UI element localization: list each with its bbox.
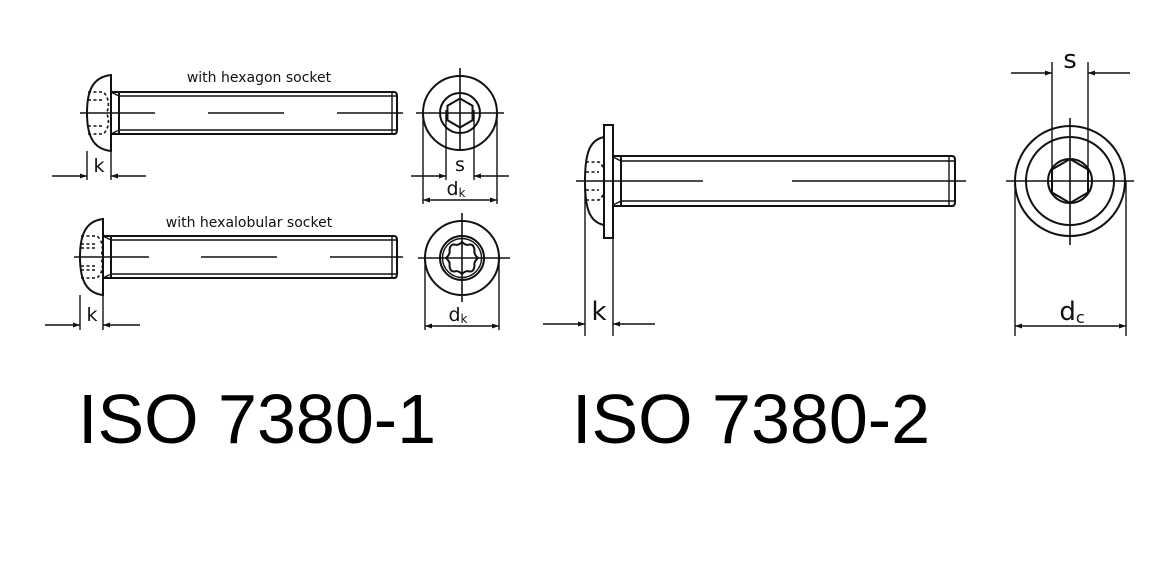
- iso7380-2-side-view: k: [543, 124, 966, 336]
- iso7380-2-end-view: s dc: [1006, 45, 1134, 336]
- dim-dk-label: dk: [446, 178, 465, 200]
- caption-hexagon-socket: with hexagon socket: [187, 70, 332, 86]
- standard-title-iso-7380-1: ISO 7380-1: [78, 380, 436, 458]
- caption-hexalobular-socket: with hexalobular socket: [166, 215, 333, 231]
- iso7380-1-hexalobular-side-view: with hexalobular socket k: [45, 215, 403, 330]
- hidden-socket-lines: [88, 91, 110, 135]
- dim-dk-label: dk: [448, 304, 467, 326]
- standard-title-iso-7380-2: ISO 7380-2: [572, 380, 930, 458]
- dim-s-label: s: [455, 154, 465, 176]
- iso7380-1-hexagon-end-view: s dk: [411, 68, 509, 204]
- dim-dc-label: dc: [1059, 297, 1084, 327]
- dim-s-label: s: [1063, 45, 1077, 75]
- dim-k-label: k: [591, 297, 606, 327]
- iso7380-1-hexagon-side-view: with hexagon socket k: [52, 70, 403, 180]
- iso7380-1-hexalobular-end-view: dk: [418, 213, 510, 330]
- hidden-socket-lines: [586, 161, 606, 201]
- dim-k-label: k: [93, 155, 104, 177]
- dim-k-label: k: [86, 304, 97, 326]
- hidden-socket-lines: [81, 235, 104, 279]
